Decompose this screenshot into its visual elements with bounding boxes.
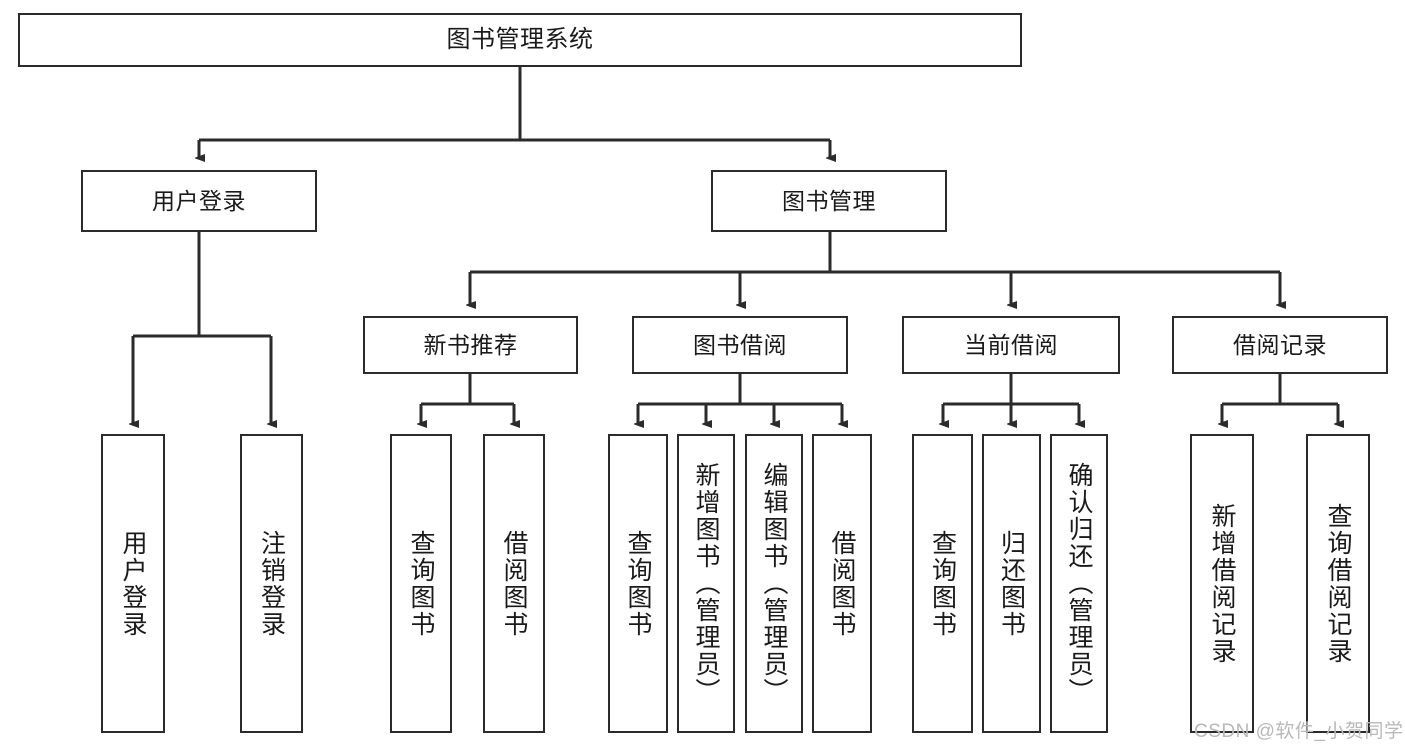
leaf-query-borrow-record[interactable]: 查询借阅记录	[1306, 434, 1370, 733]
node-label: 查询图书	[624, 529, 652, 638]
leaf-query-book-recommend[interactable]: 查询图书	[390, 434, 452, 733]
leaf-borrow-book-recommend[interactable]: 借阅图书	[483, 434, 545, 733]
node-borrow-record[interactable]: 借阅记录	[1172, 316, 1388, 374]
node-book-management[interactable]: 图书管理	[711, 170, 947, 232]
node-label: 借阅记录	[1233, 331, 1327, 358]
node-label: 借阅图书	[828, 529, 856, 638]
leaf-borrow-book[interactable]: 借阅图书	[812, 434, 872, 733]
leaf-add-book-admin[interactable]: 新增图书（管理员）	[677, 434, 735, 733]
node-new-book-recommend[interactable]: 新书推荐	[363, 316, 578, 374]
node-label: 图书借阅	[693, 331, 787, 358]
node-label: 确认归还（管理员）	[1065, 462, 1093, 705]
node-label: 新增图书（管理员）	[692, 462, 720, 705]
leaf-query-book-current[interactable]: 查询图书	[912, 434, 973, 733]
node-label: 图书管理系统	[446, 26, 594, 54]
node-label: 新书推荐	[423, 331, 518, 358]
node-label: 用户登录	[119, 529, 147, 638]
node-book-borrow[interactable]: 图书借阅	[632, 316, 848, 374]
node-current-borrow[interactable]: 当前借阅	[902, 316, 1120, 374]
node-label: 编辑图书（管理员）	[760, 462, 788, 705]
node-label: 当前借阅	[964, 331, 1058, 358]
node-label: 借阅图书	[500, 529, 528, 638]
node-label: 归还图书	[997, 529, 1026, 638]
leaf-user-login[interactable]: 用户登录	[101, 434, 165, 733]
leaf-add-borrow-record[interactable]: 新增借阅记录	[1190, 434, 1254, 733]
node-label: 注销登录	[257, 529, 286, 638]
node-book-management-system[interactable]: 图书管理系统	[18, 13, 1022, 67]
node-label: 查询图书	[928, 529, 957, 638]
leaf-return-book[interactable]: 归还图书	[982, 434, 1041, 733]
node-user-login[interactable]: 用户登录	[81, 170, 317, 232]
node-label: 图书管理	[782, 187, 876, 214]
leaf-logout[interactable]: 注销登录	[240, 434, 303, 733]
node-label: 查询图书	[407, 529, 435, 638]
csdn-watermark: CSDN @软件_小贺同学	[1194, 721, 1404, 742]
leaf-query-book-borrow[interactable]: 查询图书	[608, 434, 668, 733]
node-label: 查询借阅记录	[1324, 502, 1352, 665]
node-label: 新增借阅记录	[1208, 502, 1236, 665]
node-label: 用户登录	[152, 187, 246, 214]
leaf-edit-book-admin[interactable]: 编辑图书（管理员）	[745, 434, 803, 733]
leaf-confirm-return-admin[interactable]: 确认归还（管理员）	[1050, 434, 1108, 733]
